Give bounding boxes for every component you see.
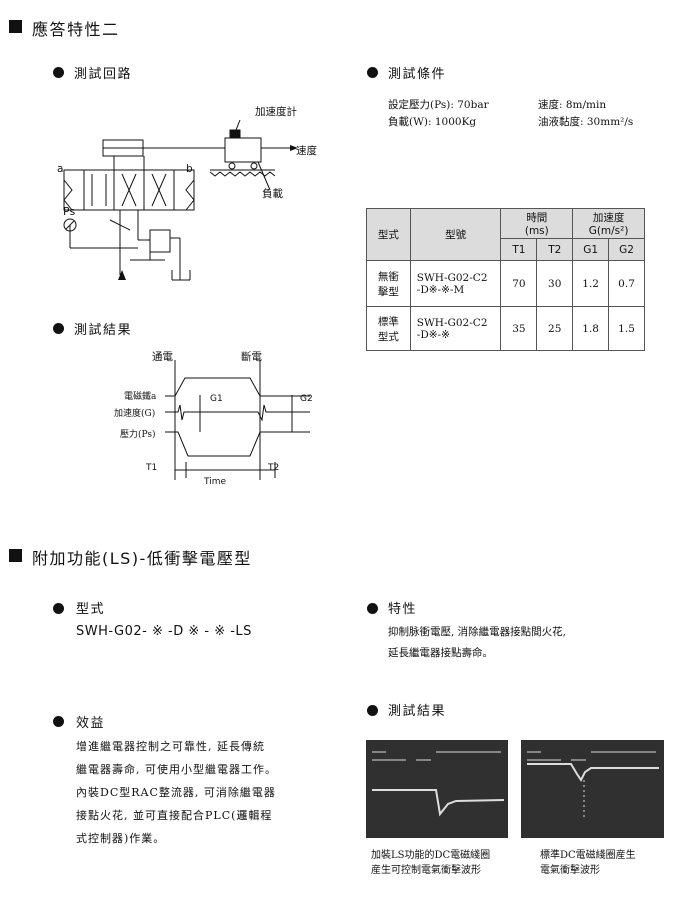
- oscilloscope-ls-waveform: [366, 740, 508, 838]
- port-b-label: b: [186, 163, 193, 175]
- cell-g2: 0.7: [608, 260, 645, 307]
- caption-standard-line: 標準DC電磁綫圈産生: [540, 850, 636, 861]
- cell-t1: 35: [500, 306, 538, 351]
- ps-label: Ps: [63, 205, 76, 218]
- header-g2: G2: [608, 238, 645, 261]
- bullet-dot: [53, 323, 64, 334]
- section-marker-square: [9, 20, 22, 33]
- bullet-dot: [367, 705, 378, 716]
- cell-t1: 70: [500, 260, 538, 307]
- header-type: 型式: [366, 208, 411, 261]
- header-time: 時間(ms): [500, 208, 574, 239]
- cell-model: SWH-G02-C2-D※-※: [409, 306, 502, 351]
- cell-t2: 30: [536, 260, 574, 307]
- features-heading: 特性: [388, 602, 418, 617]
- benefits-line: 接點火花, 並可直接配合PLC(邏輯程: [76, 809, 273, 822]
- t2-label: T2: [268, 463, 280, 473]
- test-circuit-diagram: [63, 119, 298, 281]
- condition-speed: 速度: 8m/min: [538, 99, 607, 111]
- cell-type: 無衝擊型: [366, 260, 411, 307]
- g2-label: G2: [300, 394, 313, 404]
- cell-t2: 25: [536, 306, 574, 351]
- condition-load: 負載(W): 1000Kg: [388, 116, 477, 128]
- test-results-heading: 測試結果: [74, 323, 133, 338]
- cell-type: 標準型式: [366, 306, 411, 351]
- header-model: 型號: [409, 208, 502, 261]
- port-a-label: a: [57, 163, 64, 175]
- pressure-signal-label: 壓力(Ps): [120, 430, 156, 440]
- benefits-line: 內裝DC型RAC整流器, 可消除繼電器: [76, 786, 276, 799]
- header-g1: G1: [572, 238, 610, 261]
- bullet-dot: [367, 603, 378, 614]
- time-axis-label: Time: [204, 477, 227, 487]
- test-circuit-heading: 測試回路: [74, 67, 133, 82]
- solenoid-signal-label: 電磁鐵a: [124, 392, 157, 402]
- benefits-heading: 效益: [76, 716, 106, 731]
- bullet-dot: [53, 716, 64, 727]
- load-label: 負載: [262, 188, 283, 200]
- caption-standard-line: 電氣衝擊波形: [540, 865, 600, 876]
- results2-heading: 測試結果: [388, 704, 447, 719]
- header-t1: T1: [500, 238, 538, 261]
- benefits-line: 式控制器)作業。: [76, 832, 166, 845]
- features-line: 抑制脉衝電壓, 消除繼電器接點間火花,: [388, 626, 567, 638]
- t1-label: T1: [146, 463, 158, 473]
- accelerometer-label: 加速度計: [255, 106, 297, 118]
- cell-g1: 1.2: [572, 260, 610, 307]
- cell-model: SWH-G02-C2-D※-※-M: [409, 260, 502, 307]
- power-off-label: 斷電: [241, 351, 262, 363]
- speed-label: 速度: [296, 145, 317, 157]
- model-heading: 型式: [76, 602, 106, 617]
- section-title: 應答特性二: [32, 20, 120, 39]
- benefits-line: 繼電器壽命, 可使用小型繼電器工作。: [76, 763, 277, 776]
- features-line: 延長繼電器接點壽命。: [388, 647, 493, 659]
- test-conditions-heading: 測試條件: [388, 67, 447, 82]
- caption-ls-line: 加裝LS功能的DC電磁綫圈: [371, 850, 491, 861]
- header-t2: T2: [536, 238, 574, 261]
- cell-g2: 1.5: [608, 306, 645, 351]
- accel-signal-label: 加速度(G): [114, 409, 156, 419]
- benefits-text: 增進繼電器控制之可靠性, 延長傳統 繼電器壽命, 可使用小型繼電器工作。 內裝D…: [76, 735, 336, 850]
- bullet-dot: [367, 67, 378, 78]
- benefits-line: 增進繼電器控制之可靠性, 延長傳統: [76, 740, 265, 753]
- caption-ls-line: 産生可控制電氣衝擊波形: [371, 865, 481, 876]
- power-on-label: 通電: [152, 351, 173, 363]
- table-row: 無衝擊型 SWH-G02-C2-D※-※-M 70 30 1.2 0.7: [366, 260, 645, 307]
- condition-pressure: 設定壓力(Ps): 70bar: [388, 99, 489, 111]
- bullet-dot: [53, 67, 64, 78]
- timing-waveform: [165, 360, 310, 480]
- g1-label: G1: [210, 394, 223, 404]
- section-title: 附加功能(LS)-低衝擊電壓型: [32, 549, 252, 568]
- table-row: 標準型式 SWH-G02-C2-D※-※ 35 25 1.8 1.5: [366, 306, 645, 351]
- model-code: SWH-G02- ※ -D ※ - ※ -LS: [76, 624, 252, 639]
- cell-g1: 1.8: [572, 306, 610, 351]
- oscilloscope-standard-waveform: [521, 740, 664, 838]
- condition-viscosity: 油液黏度: 30mm²/s: [538, 116, 634, 128]
- section-marker-square: [9, 549, 22, 562]
- bullet-dot: [53, 603, 64, 614]
